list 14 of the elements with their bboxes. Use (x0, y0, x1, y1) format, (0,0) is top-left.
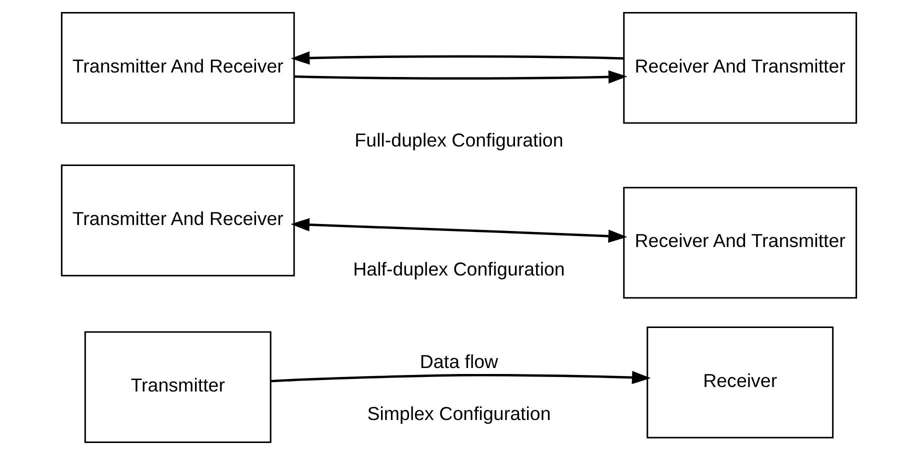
arrow (290, 218, 628, 243)
node-box: Transmitter And Receiver (60, 12, 295, 124)
node-box: Transmitter And Receiver (60, 164, 295, 276)
node-box: Receiver (646, 326, 834, 438)
node-box: Receiver And Transmitter (623, 186, 858, 299)
arrow (270, 370, 651, 384)
arrow (290, 51, 624, 65)
label: Full-duplex Configuration (354, 129, 564, 150)
arrow (294, 70, 628, 84)
node-box: Transmitter (84, 331, 272, 444)
label: Simplex Configuration (367, 402, 551, 424)
label: Half-duplex Configuration (353, 258, 565, 280)
node-box: Receiver And Transmitter (623, 12, 858, 124)
edge-label: Data flow (420, 351, 498, 372)
